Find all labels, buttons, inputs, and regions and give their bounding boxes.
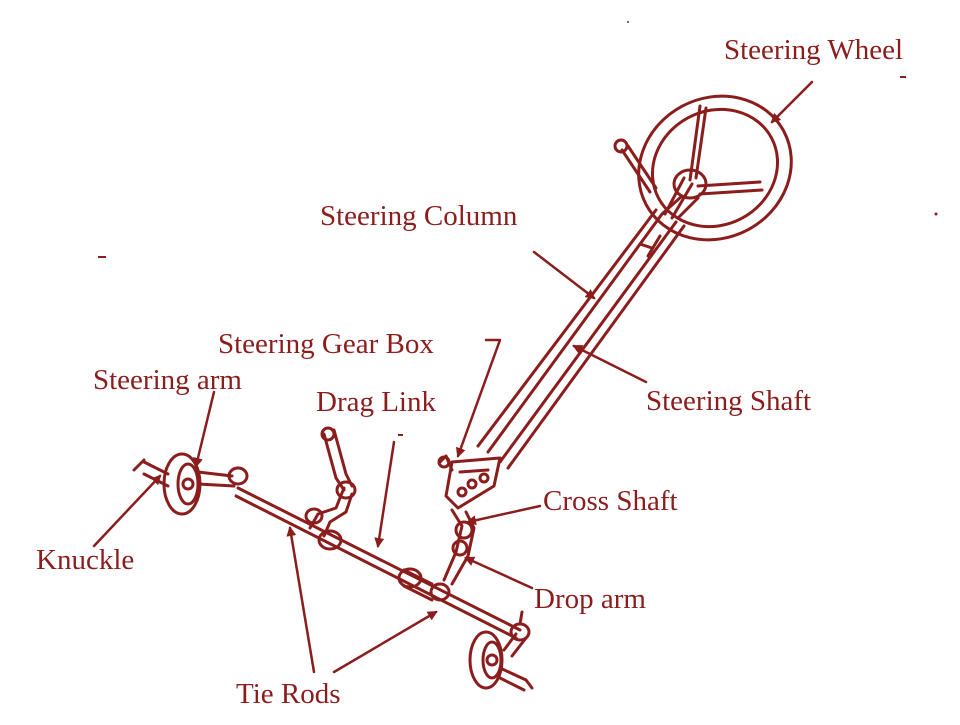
left-steering-arm	[196, 466, 249, 488]
arrow-tie-rods-right	[332, 610, 438, 674]
right-knuckle	[468, 630, 534, 692]
steering-column	[476, 208, 686, 470]
label-drop-arm: Drop arm	[534, 583, 646, 615]
arrow-cross-shaft	[466, 504, 542, 526]
leader-arrows	[92, 80, 814, 674]
label-cross-shaft: Cross Shaft	[543, 485, 678, 517]
drag-link-rod	[234, 486, 522, 640]
arrow-tie-rods-left	[286, 526, 316, 674]
arrow-steering-column	[532, 250, 596, 300]
right-steering-arm	[502, 610, 531, 658]
steering-gear-box	[437, 454, 502, 510]
arrow-steering-wheel	[770, 80, 814, 124]
arrow-drag-link	[374, 440, 396, 548]
label-knuckle: Knuckle	[36, 544, 135, 576]
scan-specks	[98, 21, 938, 436]
arrow-drop-arm	[464, 556, 534, 590]
steering-wheel	[637, 94, 793, 242]
label-steering-shaft: Steering Shaft	[646, 385, 812, 417]
turn-signal-lever	[613, 138, 658, 194]
left-knuckle	[132, 452, 202, 516]
arrow-steering-arm	[193, 390, 216, 468]
label-steering-arm: Steering arm	[93, 364, 242, 396]
linkage-joints	[317, 529, 451, 602]
arrow-steering-shaft	[572, 344, 648, 384]
arrow-knuckle	[92, 474, 162, 548]
label-drag-link: Drag Link	[316, 386, 436, 418]
label-steering-wheel: Steering Wheel	[724, 34, 904, 66]
label-steering-gear-box: Steering Gear Box	[218, 328, 434, 360]
label-tie-rods: Tie Rods	[236, 678, 341, 710]
label-steering-column: Steering Column	[320, 200, 518, 232]
idler-arm	[304, 426, 357, 538]
arrow-steering-gear-box	[456, 338, 502, 458]
